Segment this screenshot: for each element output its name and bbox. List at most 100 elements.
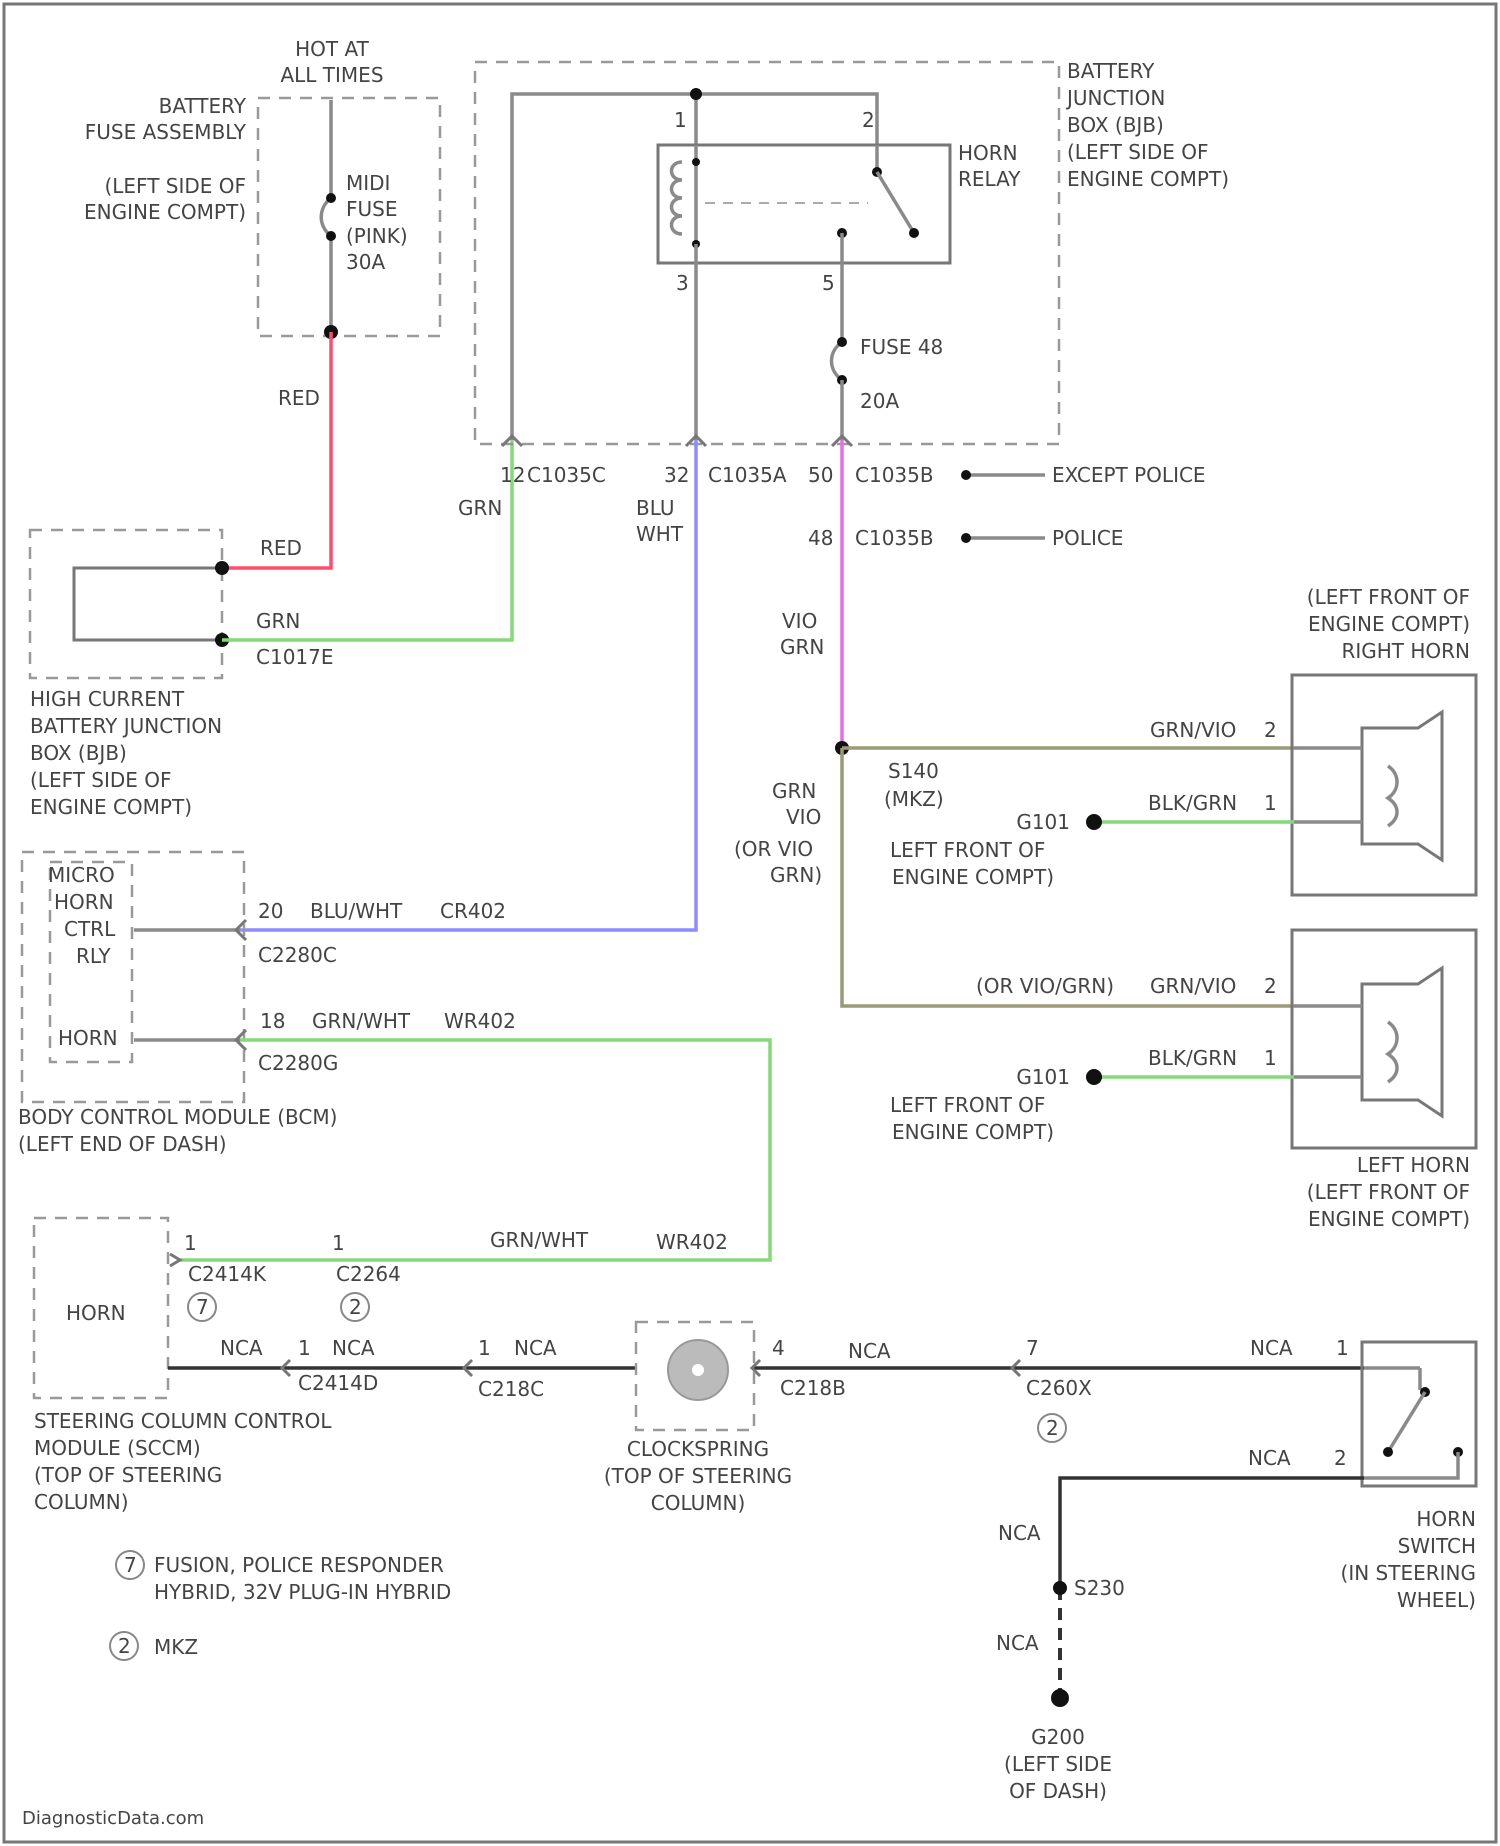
right-horn-gloc-1: LEFT FRONT OF — [890, 838, 1045, 862]
bluwht-label: BLU/WHT — [310, 899, 403, 923]
grn-wire-label-1: GRN — [458, 496, 502, 520]
sccm-label-3: (TOP OF STEERING — [34, 1463, 222, 1487]
c1035c-label: C1035C — [527, 463, 606, 487]
legend-item-2-line-1: MKZ — [154, 1635, 198, 1659]
left-horn-wire-label-1: GRN/VIO — [1150, 974, 1236, 998]
g200-label: G200 — [1031, 1725, 1085, 1749]
fuse-label-1: MIDI — [346, 171, 390, 195]
hot-at-label: HOT AT — [295, 37, 369, 61]
relay-pin-5: 5 — [822, 271, 835, 295]
bottom-nca-6: NCA — [1248, 1446, 1291, 1470]
c1035a-label: C1035A — [708, 463, 787, 487]
g200-loc-1: (LEFT SIDE — [1004, 1752, 1112, 1776]
fuse-48-amp: 20A — [860, 389, 899, 413]
c1035c-pin: 12 — [500, 463, 525, 487]
sccm-label-1: STEERING COLUMN CONTROL — [34, 1409, 332, 1433]
right-horn-ground: G101 — [1016, 810, 1070, 834]
c218b-label: C218B — [780, 1376, 846, 1400]
left-horn-loc-2: ENGINE COMPT) — [1308, 1207, 1470, 1231]
left-horn-wire-label-2: BLK/GRN — [1148, 1046, 1237, 1070]
bcm-relay-3: CTRL — [64, 917, 116, 941]
hcbjb-label-5: ENGINE COMPT) — [30, 795, 192, 819]
c1035b-pin-1: 50 — [808, 463, 833, 487]
bottom-pin-4: 4 — [772, 1336, 785, 1360]
fuse-48-label: FUSE 48 — [860, 335, 943, 359]
g101-ground-dot — [1086, 814, 1102, 830]
coil-terminal — [692, 158, 700, 166]
except-police-dot — [961, 470, 971, 480]
c2280c-pin: 20 — [258, 899, 283, 923]
left-horn-loc-1: (LEFT FRONT OF — [1307, 1180, 1470, 1204]
left-horn-wire-label-or: (OR VIO/GRN) — [976, 974, 1114, 998]
s230-splice — [1053, 1581, 1067, 1595]
fuse-label-2: FUSE — [346, 197, 397, 221]
bcm-label-2: (LEFT END OF DASH) — [18, 1132, 227, 1156]
right-horn-gloc-2: ENGINE COMPT) — [892, 865, 1054, 889]
bcm-relay-2: HORN — [54, 890, 114, 914]
hcbjb-red-terminal — [215, 561, 229, 575]
right-horn-wire-label-2: BLK/GRN — [1148, 791, 1237, 815]
legend-item-2-number: 2 — [118, 1634, 131, 1658]
all-times-label: ALL TIMES — [280, 63, 383, 87]
bottom-pin-7: 7 — [1026, 1336, 1039, 1360]
left-horn-pin-1: 1 — [1264, 1046, 1277, 1070]
police-dot — [961, 533, 971, 543]
bjb-title-2: JUNCTION — [1065, 86, 1165, 110]
s140-note: (MKZ) — [884, 787, 944, 811]
c2280c-label: C2280C — [258, 943, 337, 967]
relay-pin-1: 1 — [674, 108, 687, 132]
clockspring-label-2: (TOP OF STEERING — [604, 1464, 792, 1488]
hcbjb-label-3: BOX (BJB) — [30, 741, 127, 765]
c218c-label: C218C — [478, 1377, 544, 1401]
ground-nca-1: NCA — [998, 1521, 1041, 1545]
blu-label-2: WHT — [636, 522, 684, 546]
blu-label-1: BLU — [636, 496, 675, 520]
note-7-number: 7 — [196, 1295, 209, 1319]
c260x-label: C260X — [1026, 1376, 1092, 1400]
left-horn-title: LEFT HORN — [1357, 1153, 1470, 1177]
bjb-title-4: (LEFT SIDE OF — [1067, 140, 1209, 164]
sccm-label-4: COLUMN) — [34, 1490, 129, 1514]
bcm-horn-label: HORN — [58, 1026, 118, 1050]
midi-fuse-terminal — [326, 193, 336, 203]
bjb-title-5: ENGINE COMPT) — [1067, 167, 1229, 191]
vio-label-2: GRN — [780, 635, 824, 659]
red-wire-label-2: RED — [260, 536, 302, 560]
right-horn-title: RIGHT HORN — [1341, 639, 1470, 663]
bcm-label-1: BODY CONTROL MODULE (BCM) — [18, 1105, 337, 1129]
except-police-label: EXCEPT POLICE — [1052, 463, 1206, 487]
legend-item-1-number: 7 — [124, 1553, 137, 1577]
bjb-title-1: BATTERY — [1067, 59, 1155, 83]
red-wire-label-1: RED — [278, 386, 320, 410]
vio-label-1: VIO — [782, 609, 817, 633]
relay-label-1: HORN — [958, 141, 1018, 165]
left-horn-gloc-1: LEFT FRONT OF — [890, 1093, 1045, 1117]
bcm-relay-4: RLY — [76, 944, 111, 968]
c2414k-label: C2414K — [188, 1262, 267, 1286]
c1017e-label: C1017E — [256, 645, 334, 669]
legend-item-1-line-2: HYBRID, 32V PLUG-IN HYBRID — [154, 1580, 451, 1604]
switch-terminal — [909, 228, 919, 238]
hcbjb-label-1: HIGH CURRENT — [30, 687, 185, 711]
bottom-pin-1: 1 — [298, 1336, 311, 1360]
sccm-label-2: MODULE (SCCM) — [34, 1436, 201, 1460]
right-horn-loc-2: ENGINE COMPT) — [1308, 612, 1470, 636]
horn-switch-label-4: WHEEL) — [1397, 1588, 1476, 1612]
legend-item-1-line-1: FUSION, POLICE RESPONDER — [154, 1553, 444, 1577]
horn-switch-label-1: HORN — [1416, 1507, 1476, 1531]
bottom-pin-1c: 1 — [1336, 1336, 1349, 1360]
c1035a-pin: 32 — [664, 463, 689, 487]
c2280g-label: C2280G — [258, 1051, 338, 1075]
g200-loc-2: OF DASH) — [1009, 1779, 1107, 1803]
sccm-pin-a: 1 — [184, 1231, 197, 1255]
c2264-label: C2264 — [336, 1262, 401, 1286]
hcbjb-label-2: BATTERY JUNCTION — [30, 714, 222, 738]
wr402-label-1: WR402 — [444, 1009, 516, 1033]
wr402-label-2: WR402 — [656, 1230, 728, 1254]
bfa-loc-1: (LEFT SIDE OF — [104, 174, 246, 198]
horn-switch-label-3: (IN STEERING — [1341, 1561, 1476, 1585]
relay-feed-junction — [690, 88, 702, 100]
fuse-48-terminal — [837, 337, 847, 347]
s140-label: S140 — [888, 759, 939, 783]
c2280g-pin: 18 — [260, 1009, 285, 1033]
